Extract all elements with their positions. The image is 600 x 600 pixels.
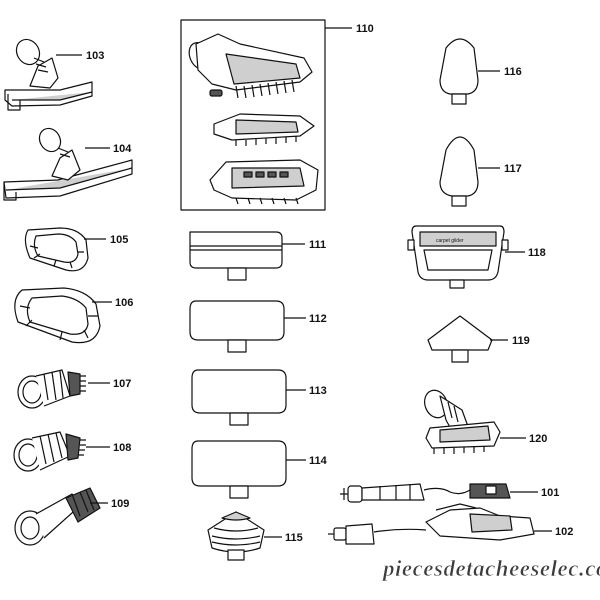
part-120-hand-tool	[424, 389, 501, 454]
part-111-cleaning-pad	[189, 231, 283, 281]
part-label-110: 110	[356, 23, 374, 35]
part-105-small-cloth-bonnet	[24, 227, 89, 272]
part-103-floor-tool	[4, 38, 93, 111]
part-104-wide-floor-tool	[3, 127, 133, 201]
carpet-glider-embossed-text: carpet glider	[436, 238, 464, 244]
part-label-117: 117	[504, 163, 522, 175]
part-label-119: 119	[512, 335, 530, 347]
part-label-114: 114	[309, 455, 328, 467]
part-101-hose-connector	[340, 483, 511, 503]
part-102-handle-assembly	[328, 503, 535, 545]
group-box-110	[180, 19, 326, 211]
part-113-cleaning-pad	[191, 369, 287, 426]
part-106-large-cloth-bonnet	[14, 287, 101, 344]
part-label-111: 111	[309, 239, 326, 251]
part-label-102: 102	[555, 526, 573, 538]
part-118-carpet-glider: carpet glider	[407, 225, 509, 289]
part-label-109: 109	[111, 498, 129, 510]
part-label-113: 113	[309, 385, 327, 397]
part-115-triangular-cover	[207, 511, 265, 561]
part-109-detail-brush	[14, 487, 101, 546]
part-label-105: 105	[110, 234, 128, 246]
part-label-116: 116	[504, 66, 522, 78]
site-watermark: piecesdetacheeselec.com	[381, 556, 600, 581]
part-108-angled-brush	[13, 431, 86, 472]
part-label-104: 104	[113, 143, 132, 155]
part-label-101: 101	[541, 487, 559, 499]
part-label-112: 112	[309, 313, 327, 325]
part-label-108: 108	[113, 442, 131, 454]
part-label-107: 107	[113, 378, 131, 390]
part-107-angled-brush	[17, 369, 86, 409]
part-label-106: 106	[115, 297, 133, 309]
part-label-120: 120	[529, 433, 547, 445]
part-116-bottle	[439, 38, 479, 105]
part-label-118: 118	[528, 247, 546, 259]
part-117-bottle	[439, 136, 479, 207]
part-112-cleaning-pad	[189, 300, 285, 353]
part-110-brush-head-set	[188, 33, 319, 205]
part-label-115: 115	[285, 532, 303, 544]
part-119-triangle-nozzle	[427, 315, 493, 363]
part-label-103: 103	[86, 50, 104, 62]
part-114-cleaning-pad	[191, 440, 287, 499]
